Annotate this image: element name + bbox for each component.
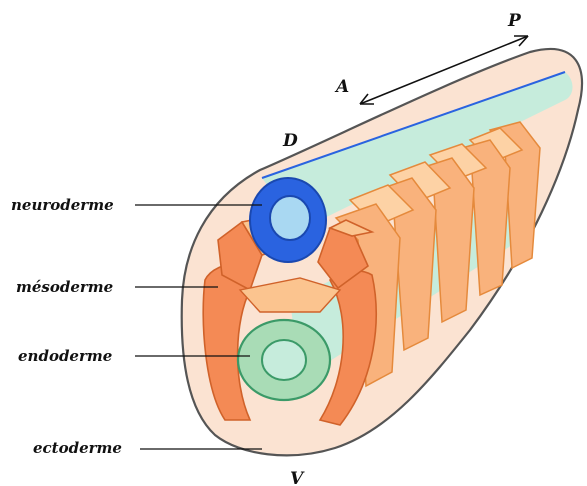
axis-anterior-label: A: [334, 77, 349, 97]
label-neuroderme: neuroderme: [11, 196, 114, 214]
endoderm-gut-lumen: [262, 340, 306, 380]
axis-ventral-label: V: [290, 469, 305, 486]
label-mesoderme: mésoderme: [16, 278, 113, 296]
neural-tube-lumen: [270, 196, 310, 240]
axis-dorsal-label: D: [282, 131, 298, 151]
axis-posterior-label: P: [507, 11, 522, 31]
label-endoderme: endoderme: [18, 347, 112, 365]
label-ectoderme: ectoderme: [33, 439, 122, 457]
